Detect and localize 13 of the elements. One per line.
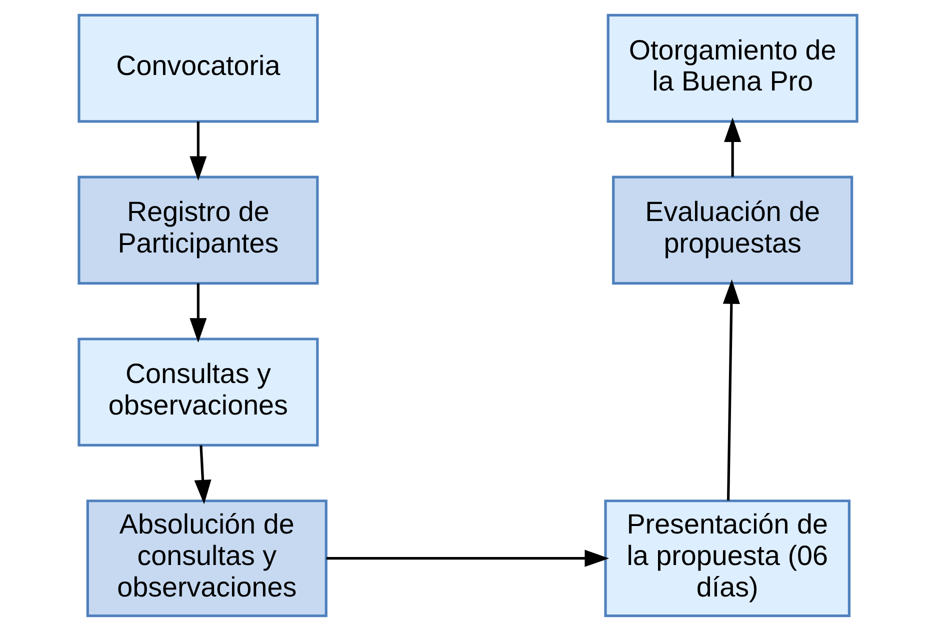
arrow [326, 550, 610, 567]
node-box: Presentación de la propuesta (06 días) [604, 500, 850, 618]
node-box: Absolución de consultas y observaciones [86, 500, 328, 618]
node-box: Evaluación de propuestas [612, 176, 854, 285]
node-box: Convocatoria [78, 14, 319, 123]
node-box: Consultas y observaciones [78, 338, 319, 446]
arrow [722, 279, 740, 500]
node-box: Otorgamiento de la Buena Pro [606, 14, 858, 123]
arrow [724, 118, 742, 177]
arrow [190, 122, 207, 181]
arrow [194, 445, 212, 504]
node-box: Registro de Participantes [78, 176, 319, 285]
arrow [190, 283, 207, 343]
